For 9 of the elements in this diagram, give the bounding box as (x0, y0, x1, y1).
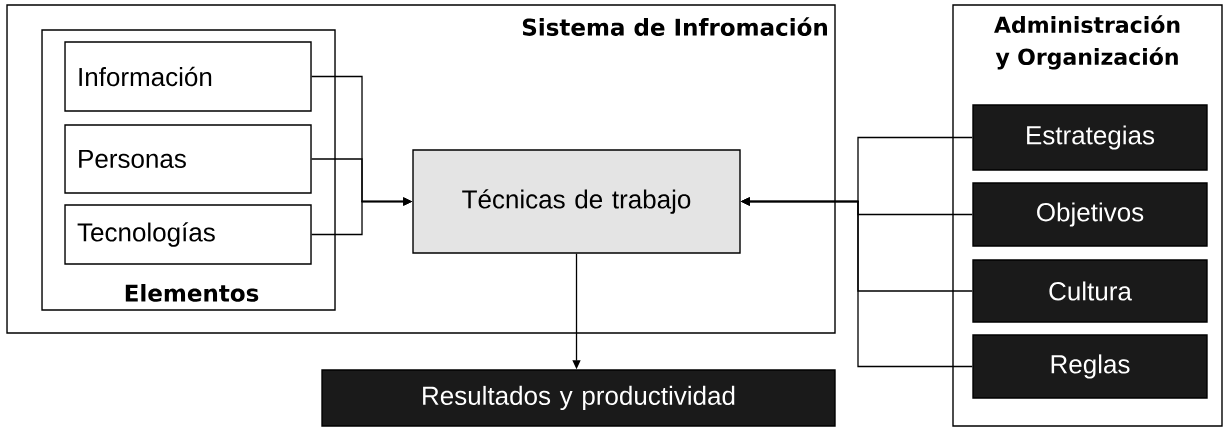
process-box: Técnicas de trabajo (412, 149, 741, 254)
factor-box: Objetivos (972, 182, 1208, 247)
factor-box: Cultura (972, 259, 1208, 323)
factor-box: Reglas (972, 334, 1208, 399)
factor-box: Resultados y productividad (321, 369, 836, 427)
element-box: Información (64, 41, 312, 112)
element-box: Tecnologías (64, 204, 312, 265)
factor-box: Estrategias (972, 104, 1208, 171)
element-box: Personas (64, 124, 312, 194)
